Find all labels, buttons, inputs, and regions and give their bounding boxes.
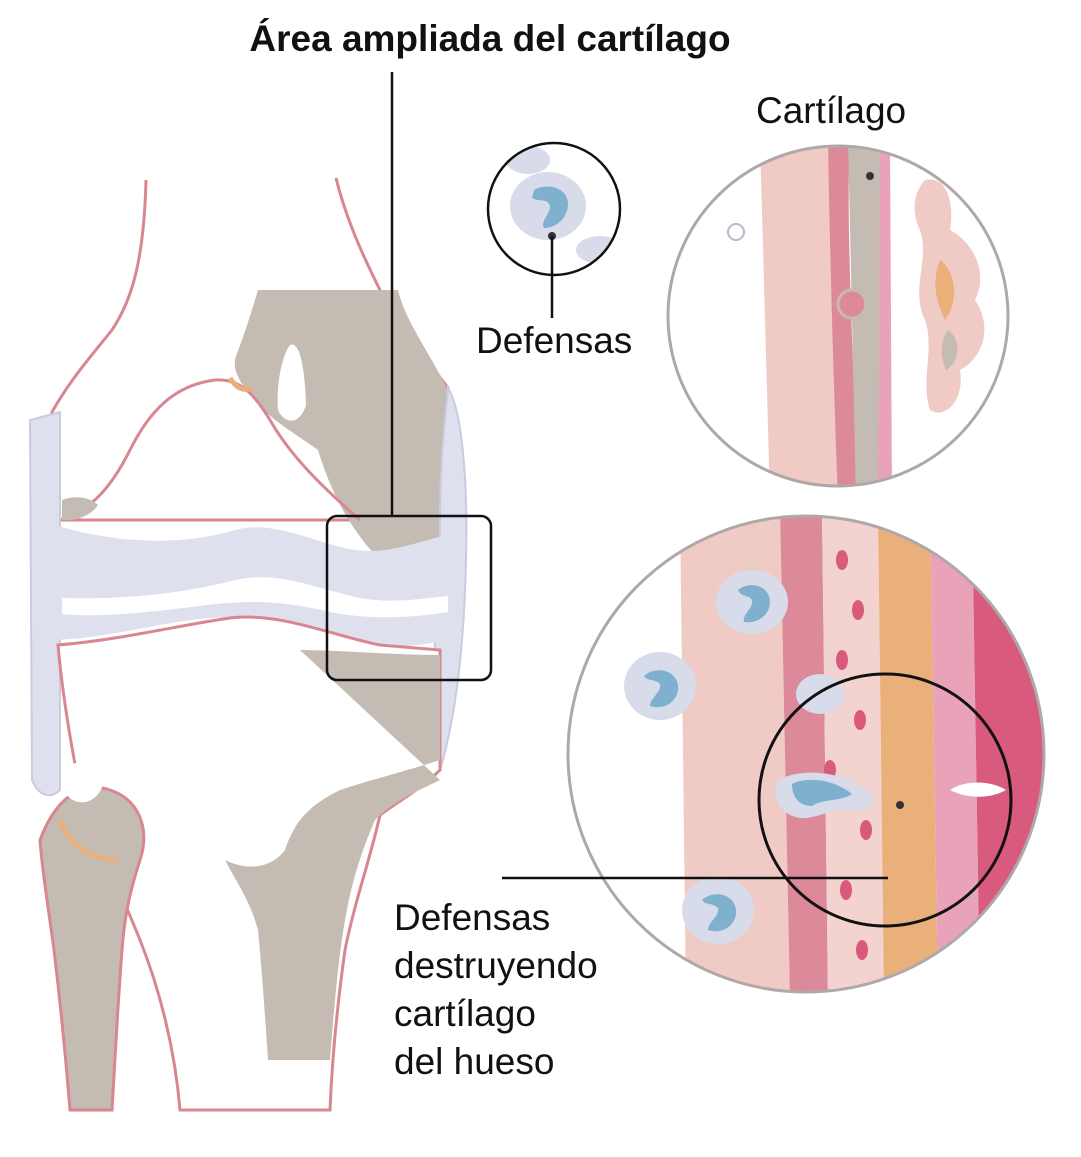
defenses-destroying-line-2: destruyendo <box>394 945 598 986</box>
defenses-destroying-label: Defensas destruyendo cartílago del hueso <box>394 894 598 1086</box>
femur-small-spot <box>62 497 98 521</box>
fibula <box>38 785 146 1112</box>
destruction-inner-magnifier <box>757 672 1013 928</box>
defense-cells <box>624 570 873 944</box>
fibula-head <box>61 762 104 803</box>
defenses-destroying-line-3: cartílago <box>394 993 536 1034</box>
defense-cell-nucleus <box>532 186 568 228</box>
defenses-label: Defensas <box>476 320 633 361</box>
zoom-area-box <box>325 514 493 682</box>
cartilage-circle-border <box>666 144 1010 488</box>
cartilage-gap <box>62 577 448 618</box>
defense-cell-magnifier <box>486 141 622 318</box>
femur-hole <box>277 344 306 421</box>
defenses-destroying-line-4: del hueso <box>394 1041 555 1082</box>
orange-ligament-left <box>57 819 119 863</box>
orange-ligament-right <box>227 376 254 393</box>
knee-joint <box>28 72 493 1112</box>
defenses-destroying-line-1: Defensas <box>394 897 551 938</box>
joint-capsule-left <box>28 410 61 797</box>
destruction-circle-border <box>566 514 1046 994</box>
cartilage-destruction-view <box>502 514 1046 994</box>
tibia-bone <box>225 650 440 1060</box>
diagram-title: Área ampliada del cartílago <box>249 18 731 59</box>
destruction-pointer-dot <box>896 801 904 809</box>
cartilage-label: Cartílago <box>756 90 907 131</box>
femur-condyle-line <box>59 378 361 522</box>
cartilage-magnified-view <box>666 144 1010 488</box>
